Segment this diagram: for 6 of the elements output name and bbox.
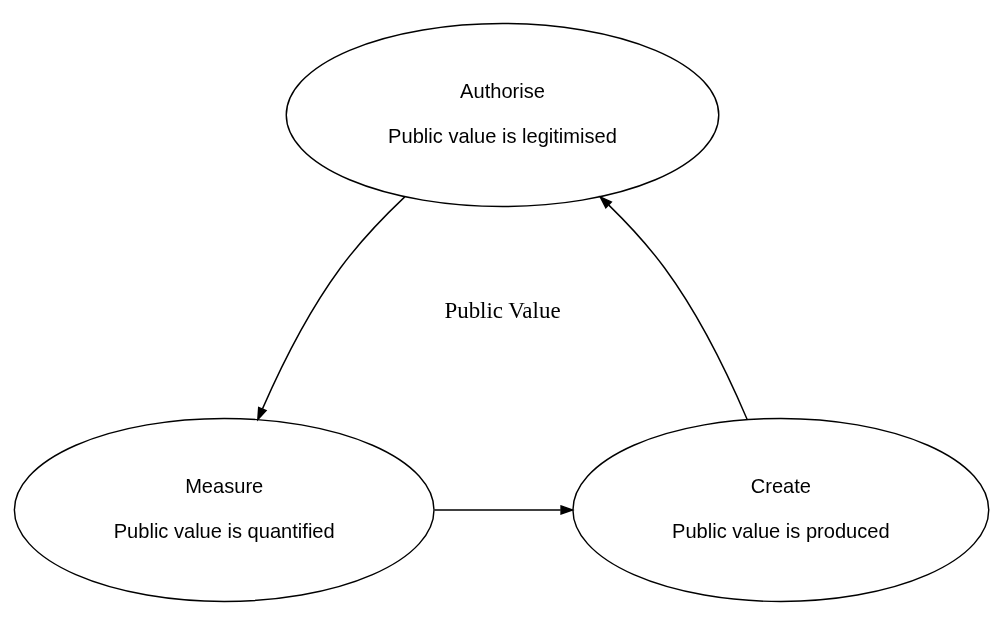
arrow	[433, 504, 575, 515]
label: Public Value	[444, 297, 561, 323]
node-ellipse: Create Public value is produced	[572, 417, 990, 602]
arrow	[257, 195, 406, 422]
arrow	[598, 194, 748, 420]
node-ellipse: Measure Public value is quantified	[13, 417, 435, 602]
